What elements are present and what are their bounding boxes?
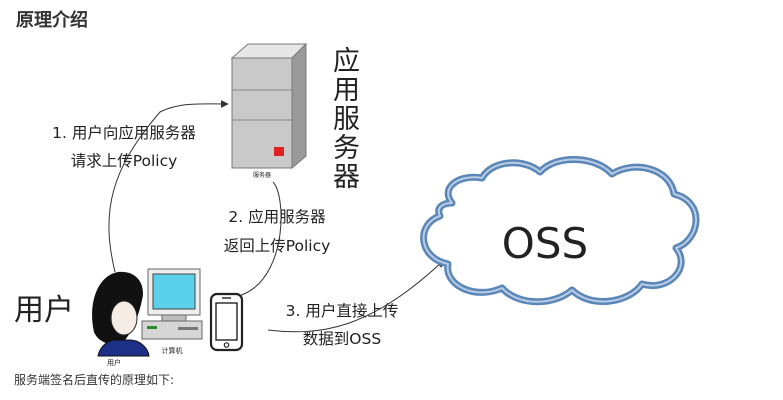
page-heading: 原理介绍 (16, 10, 88, 31)
svg-text:返回上传Policy: 返回上传Policy (224, 237, 331, 255)
step-1-arrow (108, 99, 229, 273)
svg-text:数据到OSS: 数据到OSS (303, 330, 381, 348)
server-plate-label: 服务器 (253, 171, 271, 179)
server-led-icon (274, 147, 284, 156)
svg-text:1. 用户向应用服务器: 1. 用户向应用服务器 (52, 123, 196, 142)
computer-small-label: 计算机 (162, 346, 183, 355)
svg-text:器: 器 (333, 162, 360, 193)
user-avatar-icon (92, 271, 150, 357)
svg-text:用: 用 (333, 75, 360, 106)
svg-text:服: 服 (333, 104, 360, 135)
phone-icon (209, 292, 244, 352)
app-server-label: 应 用 服 务 器 (333, 46, 360, 193)
user-label: 用户 (14, 293, 74, 328)
svg-text:3. 用户直接上传: 3. 用户直接上传 (286, 302, 399, 320)
svg-text:务: 务 (333, 133, 360, 164)
computer-icon (141, 268, 203, 340)
svg-text:应: 应 (333, 46, 360, 77)
user-small-label: 用户 (107, 358, 121, 367)
svg-text:请求上传Policy: 请求上传Policy (71, 152, 178, 170)
oss-label: OSS (502, 219, 588, 268)
step-2-label: 2. 应用服务器 返回上传Policy (224, 207, 331, 255)
section-caption: 服务端签名后直传的原理如下: (14, 373, 175, 387)
svg-text:2. 应用服务器: 2. 应用服务器 (228, 207, 326, 226)
step-3-label: 3. 用户直接上传 数据到OSS (286, 302, 399, 348)
step-1-label: 1. 用户向应用服务器 请求上传Policy (52, 123, 196, 170)
oss-cloud-icon (420, 156, 700, 306)
server-icon (230, 42, 308, 170)
step-3-arrow (267, 259, 445, 333)
